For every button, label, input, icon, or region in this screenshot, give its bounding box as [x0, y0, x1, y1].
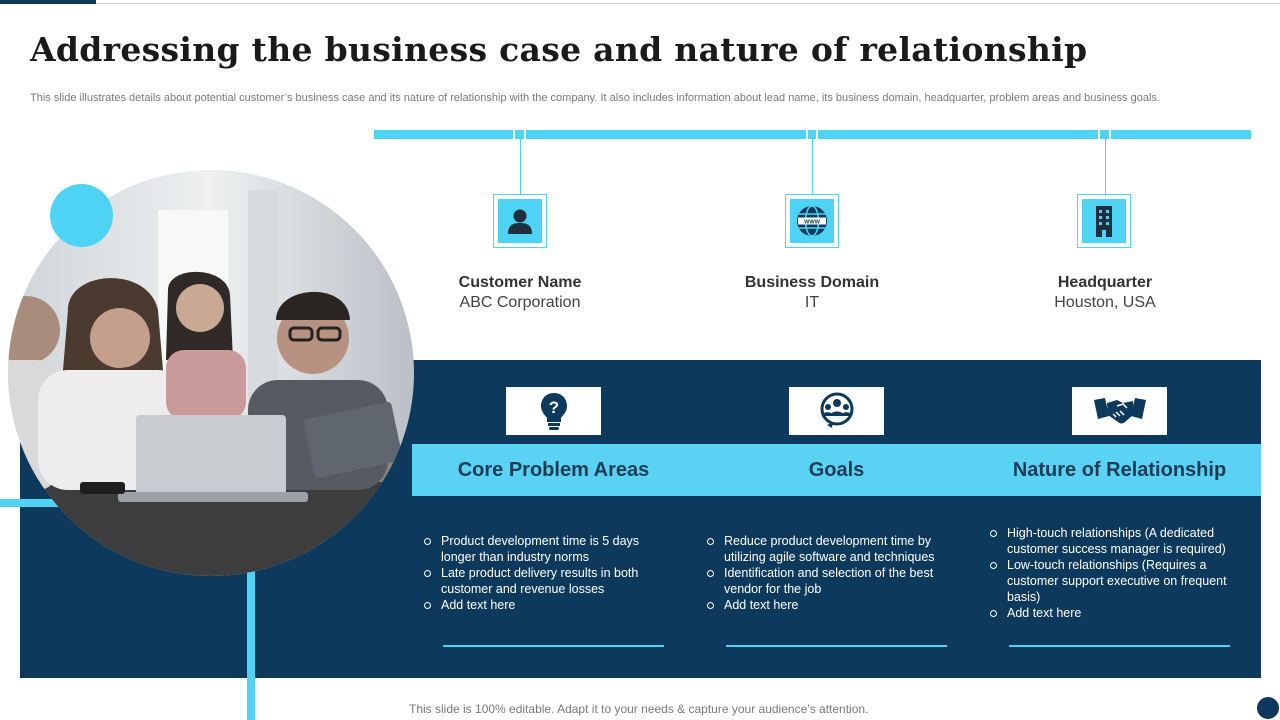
- timeline-tick: [513, 130, 515, 139]
- list-item: Reduce product development time by utili…: [705, 533, 950, 565]
- business-domain-label: Business Domain: [744, 274, 880, 291]
- nature-of-relationship-icon-box: [1072, 387, 1167, 435]
- lightbulb-question-icon: ?: [540, 393, 567, 430]
- list-item: Add text here: [422, 597, 662, 613]
- headquarter-label: Headquarter: [1057, 274, 1153, 291]
- customer-name-info: Customer Name ABC Corporation: [410, 273, 630, 313]
- timeline-bar: [374, 130, 1251, 139]
- slide-footer: This slide is 100% editable. Adapt it to…: [409, 702, 869, 716]
- top-accent-bar: [0, 0, 96, 4]
- headquarter-value: Houston, USA: [1054, 294, 1156, 311]
- list-item: Add text here: [988, 605, 1240, 621]
- timeline-tick: [1109, 130, 1111, 139]
- list-item: Product development time is 5 days longe…: [422, 533, 662, 565]
- svg-text:WWW: WWW: [804, 219, 821, 225]
- goals-heading: Goals: [808, 458, 865, 481]
- timeline-tick: [816, 130, 818, 139]
- list-item: Add text here: [705, 597, 950, 613]
- corner-dot: [1257, 697, 1279, 719]
- core-problem-areas-icon-box: ?: [506, 387, 601, 435]
- slide-subtitle: This slide illustrates details about pot…: [30, 92, 1160, 104]
- decorative-line: [247, 560, 255, 720]
- top-rule: [0, 3, 1280, 4]
- timeline-connector: [520, 139, 521, 194]
- business-domain-icon-box: WWW: [785, 194, 839, 248]
- list-item: Low-touch relationships (Requires a cust…: [988, 557, 1240, 605]
- timeline-connector: [812, 139, 813, 194]
- svg-text:?: ?: [548, 398, 558, 417]
- customer-name-label: Customer Name: [458, 274, 582, 291]
- column-divider: [726, 645, 947, 647]
- column-divider: [1009, 645, 1230, 647]
- handshake-icon: [1093, 398, 1146, 424]
- core-problem-areas-list: Product development time is 5 days longe…: [422, 533, 662, 613]
- headquarter-icon-box: [1077, 194, 1131, 248]
- nature-of-relationship-heading: Nature of Relationship: [1012, 458, 1227, 481]
- core-problem-areas-heading: Core Problem Areas: [457, 458, 650, 481]
- timeline-tick: [1098, 130, 1100, 139]
- heading-band: [412, 444, 1261, 496]
- globe-www-icon: WWW: [797, 205, 827, 237]
- goals-icon-box: [789, 387, 884, 435]
- nature-of-relationship-list: High-touch relationships (A dedicated cu…: [988, 525, 1240, 621]
- timeline-tick: [524, 130, 526, 139]
- headquarter-info: Headquarter Houston, USA: [995, 273, 1215, 313]
- business-domain-info: Business Domain IT: [702, 273, 922, 313]
- building-icon: [1096, 206, 1112, 237]
- column-divider: [443, 645, 664, 647]
- person-icon: [508, 209, 532, 234]
- timeline-connector: [1105, 139, 1106, 194]
- target-team-icon: [820, 392, 853, 428]
- business-domain-value: IT: [804, 294, 820, 311]
- customer-name-value: ABC Corporation: [459, 294, 581, 311]
- customer-name-icon-box: [493, 194, 547, 248]
- decorative-circle: [50, 184, 113, 247]
- list-item: Late product delivery results in both cu…: [422, 565, 662, 597]
- goals-list: Reduce product development time by utili…: [705, 533, 950, 613]
- timeline-tick: [806, 130, 808, 139]
- decorative-line: [0, 499, 60, 507]
- list-item: Identification and selection of the best…: [705, 565, 950, 597]
- slide-title: Addressing the business case and nature …: [30, 30, 1088, 69]
- list-item: High-touch relationships (A dedicated cu…: [988, 525, 1240, 557]
